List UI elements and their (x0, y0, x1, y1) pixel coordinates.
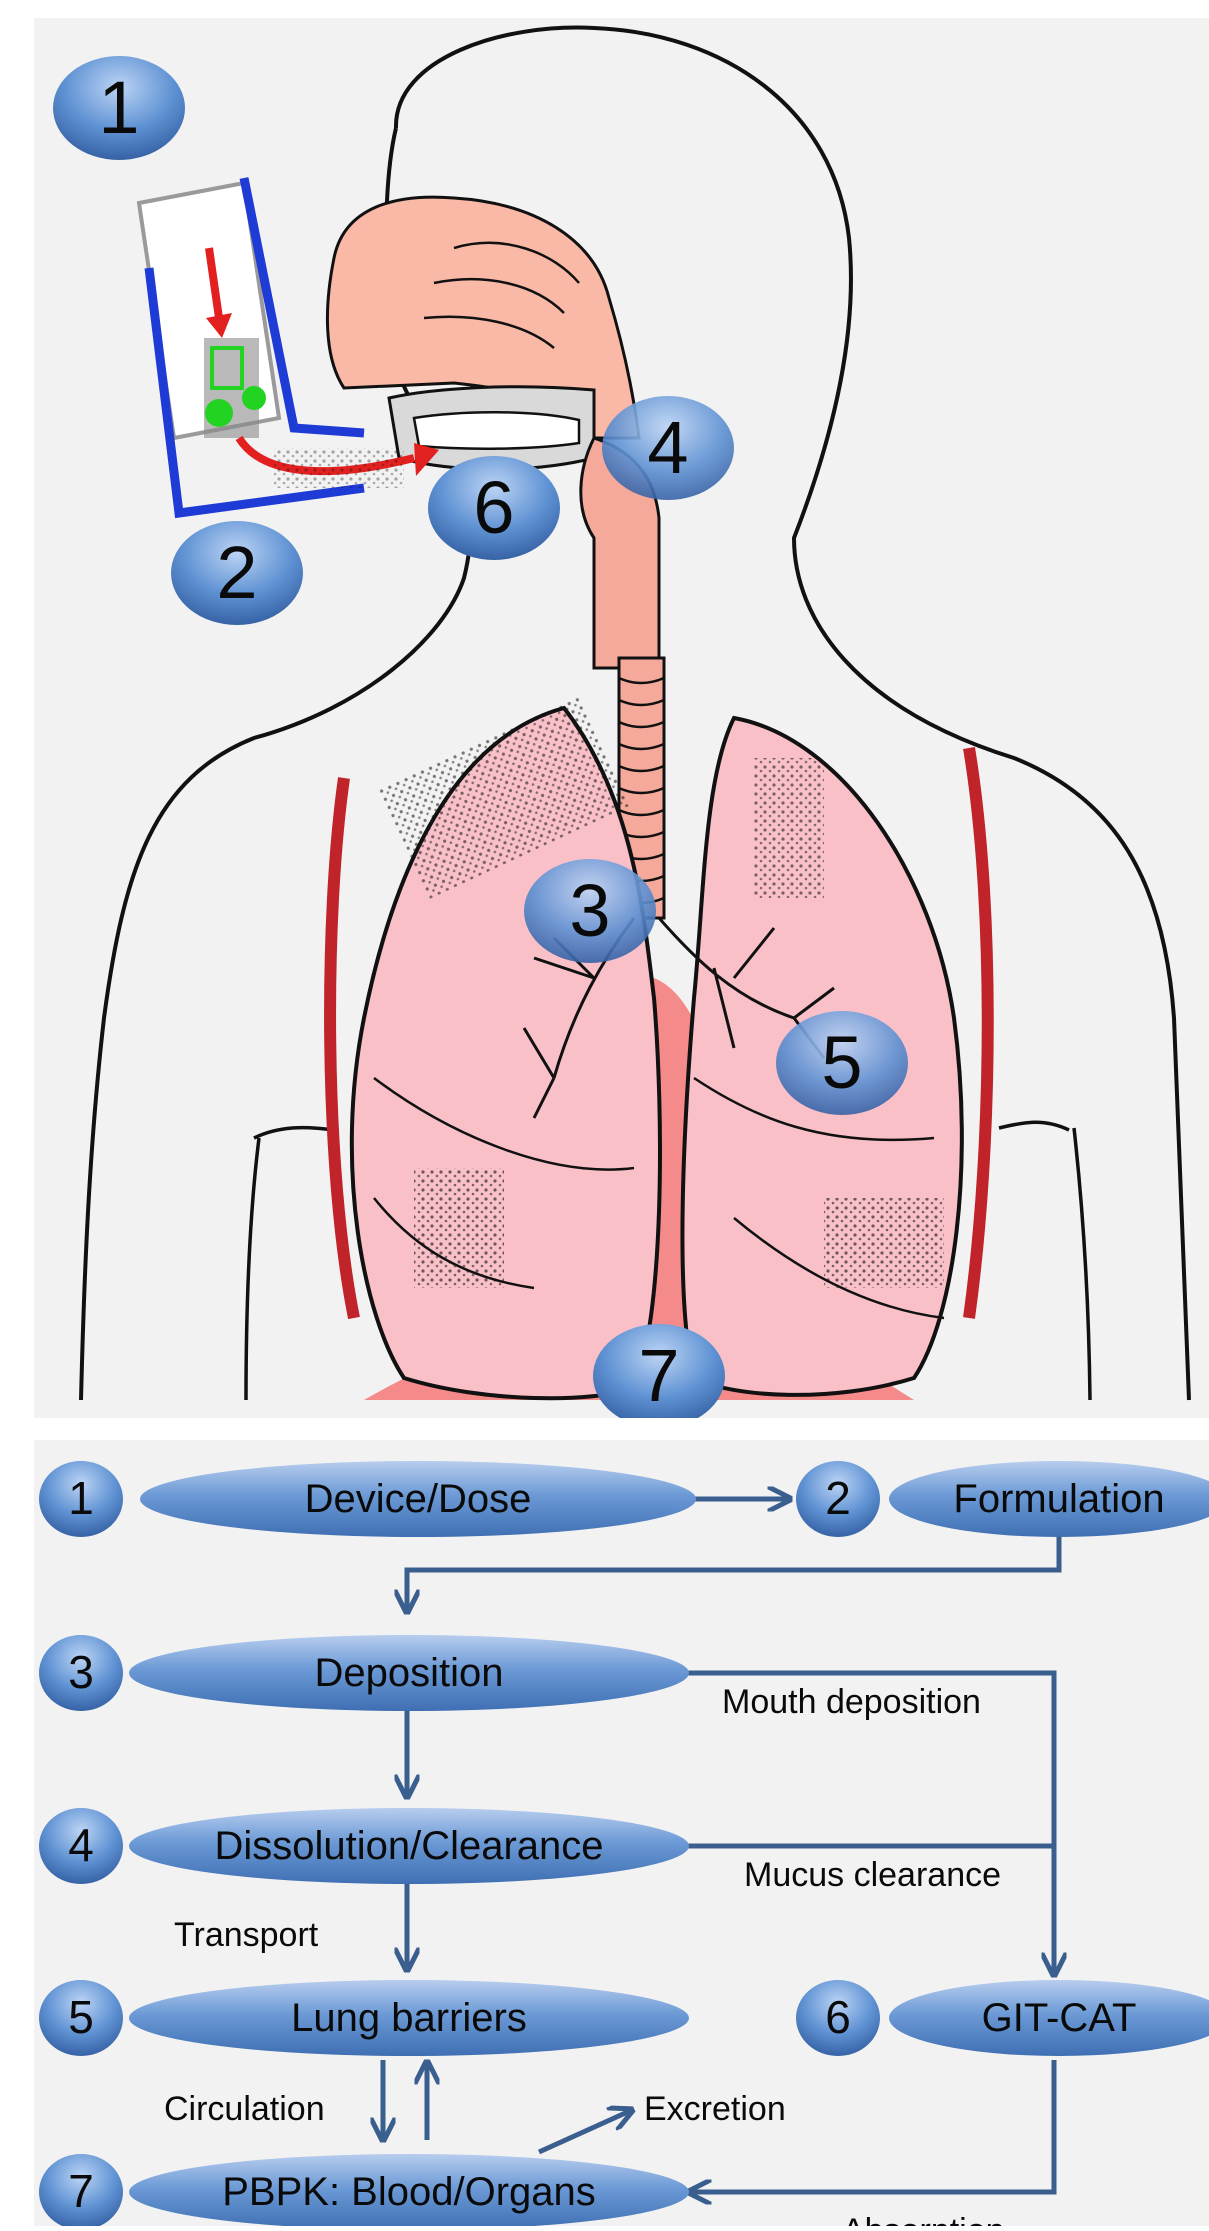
svg-text:1: 1 (68, 1472, 94, 1524)
marker-1: 1 (53, 56, 185, 160)
svg-text:6: 6 (825, 1991, 851, 2043)
node-pbpk: 7 PBPK: Blood/Organs (39, 2154, 689, 2226)
anatomy-panel: 1 2 3 4 5 6 7 (34, 18, 1209, 1418)
svg-text:4: 4 (68, 1819, 94, 1871)
svg-text:7: 7 (68, 2165, 94, 2217)
respiratory-illustration: 1 2 3 4 5 6 7 (34, 18, 1209, 1418)
marker-4: 4 (602, 396, 734, 500)
label-transport: Transport (174, 1916, 319, 1954)
node-deposition: 3 Deposition (39, 1635, 689, 1711)
svg-text:5: 5 (68, 1991, 94, 2043)
marker-2: 2 (171, 521, 303, 625)
label-mouth-deposition: Mouth deposition (722, 1683, 981, 1721)
flowchart: Mouth deposition Mucus clearance Transpo… (34, 1440, 1209, 2226)
svg-text:Lung barriers: Lung barriers (291, 1996, 527, 2040)
svg-text:Device/Dose: Device/Dose (305, 1477, 532, 1521)
svg-text:PBPK: Blood/Organs: PBPK: Blood/Organs (222, 2170, 596, 2214)
svg-text:Formulation: Formulation (953, 1477, 1164, 1521)
svg-text:2: 2 (216, 531, 257, 614)
svg-text:1: 1 (98, 66, 139, 149)
svg-text:Deposition: Deposition (314, 1651, 503, 1695)
node-lung-barriers: 5 Lung barriers (39, 1980, 689, 2056)
label-circulation: Circulation (164, 2090, 325, 2128)
node-git-cat: 6 GIT-CAT (796, 1980, 1209, 2056)
svg-text:3: 3 (569, 869, 610, 952)
svg-text:3: 3 (68, 1646, 94, 1698)
svg-text:7: 7 (638, 1334, 679, 1417)
svg-text:2: 2 (825, 1472, 851, 1524)
label-excretion: Excretion (644, 2090, 786, 2128)
svg-text:6: 6 (473, 466, 514, 549)
node-formulation: 2 Formulation (796, 1461, 1209, 1537)
svg-text:4: 4 (647, 406, 688, 489)
marker-5: 5 (776, 1011, 908, 1115)
marker-3: 3 (524, 859, 656, 963)
edge-excretion (539, 2110, 632, 2152)
marker-6: 6 (428, 456, 560, 560)
node-device-dose: 1 Device/Dose (39, 1461, 696, 1537)
left-lung (330, 697, 660, 1398)
svg-text:5: 5 (821, 1021, 862, 1104)
svg-text:Dissolution/Clearance: Dissolution/Clearance (214, 1824, 603, 1868)
node-dissolution-clearance: 4 Dissolution/Clearance (39, 1808, 689, 1884)
svg-text:GIT-CAT: GIT-CAT (982, 1996, 1137, 2040)
flowchart-panel: Mouth deposition Mucus clearance Transpo… (34, 1440, 1209, 2226)
edge-formulation-deposition (407, 1530, 1059, 1612)
label-absorption: Absorption (842, 2212, 1005, 2226)
label-mucus-clearance: Mucus clearance (744, 1856, 1001, 1894)
